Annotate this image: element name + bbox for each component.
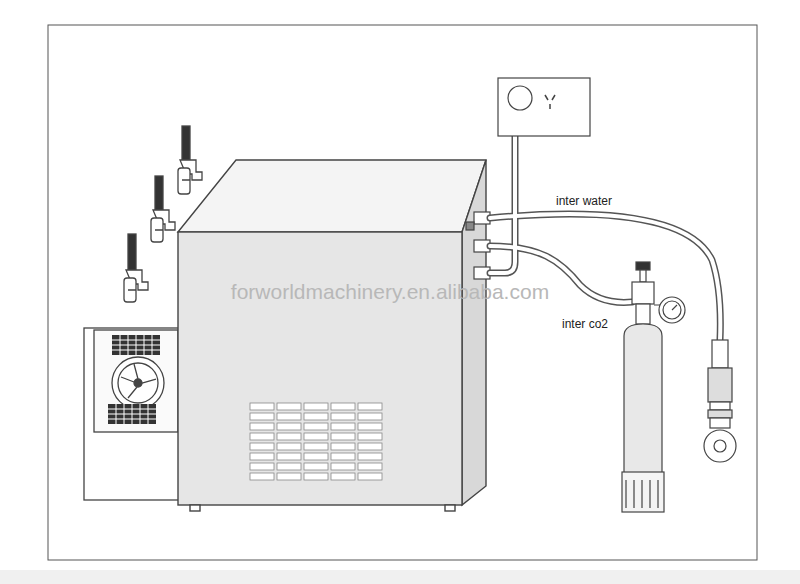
vent-slot [304,403,328,410]
vent-slot [331,403,355,410]
vent-slot [331,443,355,450]
vent-slot [358,463,382,470]
vent-slot [250,453,274,460]
vent-slot [331,473,355,480]
vent-slot [331,463,355,470]
vent-slot [331,453,355,460]
vent-slot [250,473,274,480]
vent-slot [331,413,355,420]
vent-slot [250,403,274,410]
vent-slot [277,453,301,460]
vent-slot [331,433,355,440]
vent-slot [250,463,274,470]
tube-label: inter water [556,195,612,208]
vent-slot [304,453,328,460]
vent-slot [250,413,274,420]
vent-slot [304,433,328,440]
vent-slot [250,423,274,430]
vent-slot [277,403,301,410]
vent-slot [277,423,301,430]
vent-slot [358,423,382,430]
vent-slot [277,473,301,480]
vent-slot [277,463,301,470]
vent-slot [358,453,382,460]
vent-slot [277,413,301,420]
vent-slot [304,443,328,450]
watermark: forworldmachinery.en.alibaba.com [231,280,549,303]
vent-slot [358,403,382,410]
vent-slot [250,443,274,450]
vent-slot [304,463,328,470]
vent-slot [304,473,328,480]
vent-slot [331,423,355,430]
vent-slot [358,413,382,420]
tube-label: inter co2 [562,318,608,331]
vent-slot [277,433,301,440]
vent-slot [304,413,328,420]
vent-slot [358,473,382,480]
vent-slot [250,433,274,440]
vent-slot [277,443,301,450]
vent-slot [358,443,382,450]
vent-slot [358,433,382,440]
vent-slot [304,423,328,430]
